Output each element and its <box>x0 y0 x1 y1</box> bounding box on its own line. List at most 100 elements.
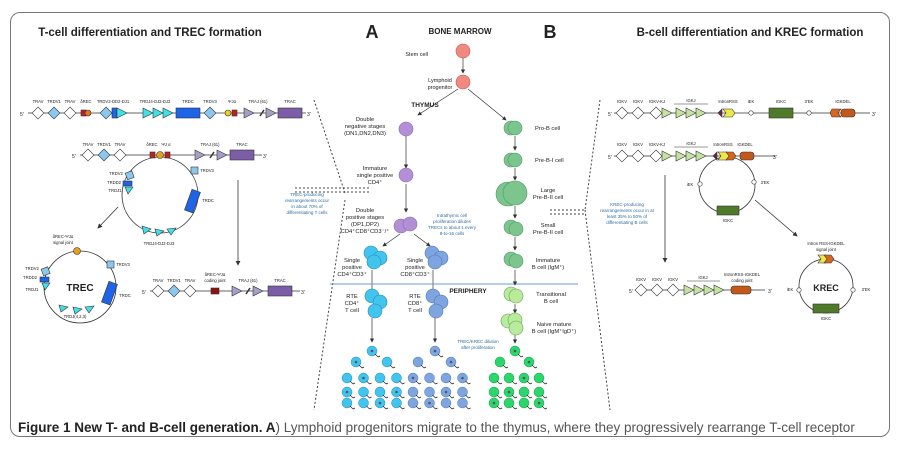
figure-caption: Figure 1 New T- and B-cell generation. A… <box>18 420 855 435</box>
svg-text:5': 5' <box>20 112 24 118</box>
proliferated-cell <box>518 397 530 409</box>
svg-text:Single: Single <box>344 258 360 264</box>
intrathymic-note: Intrathymic cell proliferation dilutes T… <box>428 213 477 236</box>
right-title: B-cell differentiation and KREC formatio… <box>637 27 864 39</box>
igk-locus-germline: 5' 3' IGKV IGKV IGKV-KJ IGKJ IntronRSS i… <box>608 98 876 120</box>
svg-text:TRDV2: TRDV2 <box>109 171 123 176</box>
proliferated-cell <box>358 386 369 398</box>
svg-text:coding joint: coding joint <box>731 278 753 283</box>
svg-text:5': 5' <box>629 289 633 295</box>
svg-text:T cell: T cell <box>345 308 359 314</box>
svg-text:IGKV-KJ: IGKV-KJ <box>649 99 665 104</box>
svg-text:3': 3' <box>307 112 311 118</box>
svg-text:Immature: Immature <box>363 166 387 172</box>
svg-text:IGKV: IGKV <box>652 277 662 282</box>
caption-bold: Figure 1 New T- and B-cell generation. A <box>18 420 276 435</box>
tcr-coding-joint-row: 5' 3' TRAV TRDV1 TRAV δREC-ΨJα coding jo… <box>142 272 305 298</box>
sp-cd4-cell <box>363 245 388 270</box>
t-lineage-labels: Double negative stages (DN1,DN2,DN3) Imm… <box>337 117 429 314</box>
svg-text:3': 3' <box>263 154 267 160</box>
svg-text:Stem cell: Stem cell <box>405 52 428 58</box>
proliferated-cell <box>358 397 369 409</box>
rte-cd8-cell <box>425 288 449 319</box>
svg-text:TREC/KREC dilution: TREC/KREC dilution <box>457 339 499 344</box>
svg-text:Lymphoid: Lymphoid <box>428 78 452 84</box>
proliferated-cells <box>341 345 548 410</box>
svg-text:RTE: RTE <box>409 294 421 300</box>
svg-text:TRDV1: TRDV1 <box>47 99 61 104</box>
svg-text:TRAV: TRAV <box>65 99 76 104</box>
periphery-label: PERIPHERY <box>449 288 487 295</box>
proliferated-cell <box>424 386 435 398</box>
proliferated-cell <box>341 372 353 384</box>
svg-text:differentiating T cells: differentiating T cells <box>286 210 328 215</box>
svg-text:5': 5' <box>608 112 612 118</box>
svg-text:iEK: iEK <box>787 287 794 292</box>
svg-text:Pre-B-II cell: Pre-B-II cell <box>533 230 563 236</box>
svg-text:TRDJ1: TRDJ1 <box>108 188 122 193</box>
b-lineage-labels: Pro-B cell Pre-B-I cell Large Pre-B-II c… <box>532 126 577 335</box>
proliferated-cell <box>533 372 545 384</box>
svg-text:δREC: δREC <box>80 99 91 104</box>
proliferated-cell <box>412 356 424 368</box>
svg-text:Transitional: Transitional <box>536 292 566 298</box>
svg-text:IGKV-KJ: IGKV-KJ <box>649 142 665 147</box>
sp-cd8-cell <box>424 245 449 270</box>
svg-text:IGKJ: IGKJ <box>698 275 707 280</box>
panel-label-b: B <box>544 22 557 42</box>
igk-locus-rearranging: 5' 3' IGKV IGKV IGKV-KJ IGKJ IntronRSS <box>608 141 777 223</box>
svg-text:B cell (IgM⁺): B cell (IgM⁺) <box>532 264 564 271</box>
svg-text:coding joint: coding joint <box>204 278 226 283</box>
tcr-locus-rearranging: 5' 3' TRAV TRDV1 TRAV δREC <box>72 142 267 246</box>
lymphoid-progenitor <box>455 74 471 90</box>
proliferated-cell <box>503 397 515 409</box>
svg-text:IGKDEL: IGKDEL <box>835 99 851 104</box>
stem-cell <box>455 43 471 59</box>
proliferated-cell <box>457 397 468 409</box>
svg-text:TRAC: TRAC <box>284 99 295 104</box>
svg-text:3': 3' <box>773 155 777 161</box>
svg-text:signal joint: signal joint <box>816 247 837 252</box>
svg-text:IGKJ: IGKJ <box>686 141 695 146</box>
svg-text:positive: positive <box>342 265 362 271</box>
svg-text:TRDV1: TRDV1 <box>167 278 181 283</box>
proliferated-cell <box>494 356 506 368</box>
proliferated-cell <box>533 386 545 398</box>
svg-text:TRDV2: TRDV2 <box>25 266 39 271</box>
svg-text:T cell: T cell <box>408 308 422 314</box>
svg-text:3': 3' <box>768 289 772 295</box>
svg-text:ΨJα: ΨJα <box>228 99 237 104</box>
svg-text:RTE: RTE <box>346 294 358 300</box>
svg-text:TRAV: TRAV <box>185 278 196 283</box>
bone-marrow-label: BONE MARROW <box>428 27 492 36</box>
svg-text:TRAV: TRAV <box>115 142 126 147</box>
naive-b-cell <box>500 312 524 336</box>
svg-text:TRDJ4-DJ2-DJ3: TRDJ4-DJ2-DJ3 <box>140 99 171 104</box>
svg-text:Small: Small <box>541 223 556 229</box>
caption-text: ) Lymphoid progenitors migrate to the th… <box>275 420 855 435</box>
svg-text:δREC: δREC <box>146 142 157 147</box>
svg-text:TREC-producing: TREC-producing <box>290 192 324 197</box>
svg-text:after proliferation: after proliferation <box>461 345 495 350</box>
svg-text:CD4⁺CD3⁺: CD4⁺CD3⁺ <box>337 271 366 278</box>
svg-text:3': 3' <box>301 290 305 296</box>
svg-text:TRDJ1: TRDJ1 <box>25 287 39 292</box>
svg-text:TRDC: TRDC <box>182 99 194 104</box>
svg-text:TRECs to about 1 every: TRECs to about 1 every <box>428 225 477 230</box>
svg-text:TRDV1: TRDV1 <box>97 142 111 147</box>
svg-text:5': 5' <box>142 290 146 296</box>
svg-text:TRAJ (61): TRAJ (61) <box>238 278 258 283</box>
krec-label: KREC <box>813 283 839 293</box>
proliferated-cell <box>391 372 402 384</box>
svg-text:TRDC: TRDC <box>119 293 131 298</box>
svg-text:TRDV2-DD2-DJ1: TRDV2-DD2-DJ1 <box>97 99 130 104</box>
svg-text:IGKC: IGKC <box>776 99 786 104</box>
trec-note: TREC-producing rearrangements occur in a… <box>285 192 330 215</box>
dilution-note: TREC/KREC dilution after proliferation <box>457 339 499 350</box>
igk-coding-joint-row: 5' 3' IGKV IGKV IGKV IGKJ IntronRSS-IGKD… <box>629 272 772 297</box>
svg-text:IntronRSS: IntronRSS <box>718 99 738 104</box>
svg-text:IGKV: IGKV <box>633 99 643 104</box>
krec-circle: KREC Intron RSS-IGKDEL signal joint iEK … <box>787 241 871 321</box>
svg-text:Pre-B-I cell: Pre-B-I cell <box>535 158 564 164</box>
